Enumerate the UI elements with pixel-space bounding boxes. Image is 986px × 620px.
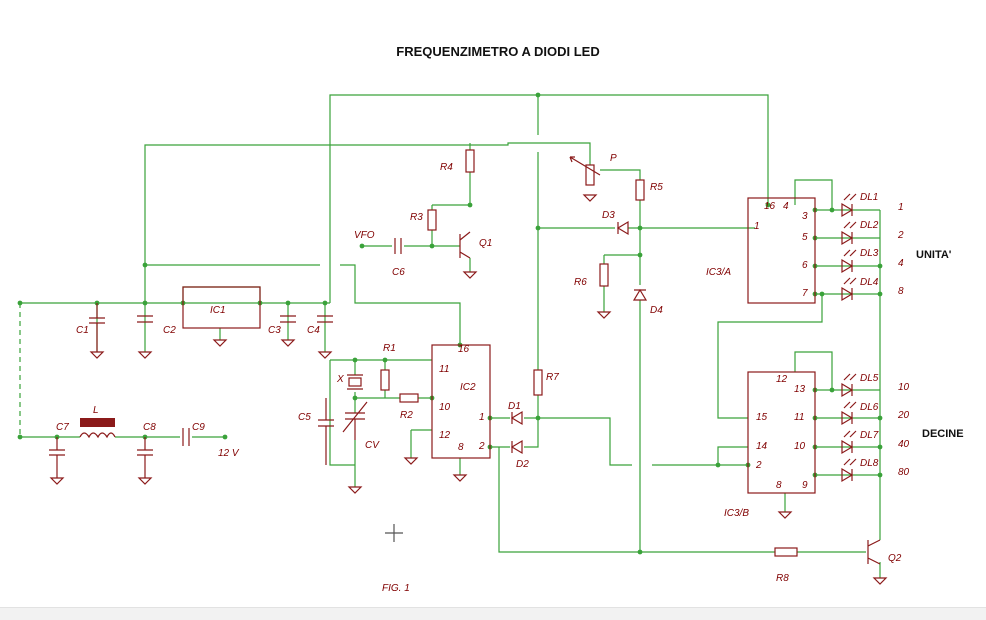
ic3b-pin: 12 — [776, 374, 788, 385]
label-c7: C7 — [56, 422, 69, 433]
window-bottom-strip — [0, 607, 986, 620]
label-c8: C8 — [143, 422, 156, 433]
ic3a-box — [747, 197, 816, 304]
ic2-pin: 1 — [479, 412, 485, 423]
label-r1: R1 — [383, 343, 396, 354]
label-ic3b: IC3/B — [724, 508, 749, 519]
label-dl7: DL7 — [860, 430, 879, 441]
value-dl3: 4 — [898, 258, 904, 269]
label-r7: R7 — [546, 372, 559, 383]
ic3a-pin: 6 — [802, 260, 808, 271]
label-dl2: DL2 — [860, 220, 879, 231]
ic2-pin: 10 — [439, 402, 451, 413]
ic3a-pin: 7 — [802, 288, 808, 299]
units-group-label: UNITA' — [916, 249, 952, 261]
ic3b-pin: 15 — [756, 412, 768, 423]
label-r5: R5 — [650, 182, 663, 193]
label-c4: C4 — [307, 325, 320, 336]
value-dl8: 80 — [898, 467, 910, 478]
ic3b-pin: 8 — [776, 480, 782, 491]
value-dl2: 2 — [897, 230, 904, 241]
label-dl4: DL4 — [860, 277, 879, 288]
ic3a-pin: 16 — [764, 201, 776, 212]
label-r3: R3 — [410, 212, 423, 223]
label-ic2: IC2 — [460, 382, 476, 393]
label-dl3: DL3 — [860, 248, 879, 259]
label-x: X — [336, 374, 344, 385]
ic2-pin: 8 — [458, 442, 464, 453]
label-dl5: DL5 — [860, 373, 879, 384]
components — [49, 149, 888, 585]
label-dl6: DL6 — [860, 402, 879, 413]
ic3b-pin: 14 — [756, 441, 768, 452]
label-ic3a: IC3/A — [706, 267, 731, 278]
led-array — [841, 193, 857, 483]
label-d4: D4 — [650, 305, 663, 316]
label-r4: R4 — [440, 162, 453, 173]
value-dl1: 1 — [898, 202, 904, 213]
ic2-pin: 12 — [439, 430, 451, 441]
value-dl6: 20 — [897, 410, 910, 421]
value-dl4: 8 — [898, 286, 904, 297]
supply-voltage-label: 12 V — [218, 448, 240, 459]
ic3a-pin: 3 — [802, 211, 808, 222]
ic2-pin: 2 — [478, 441, 485, 452]
ic2-pin: 16 — [458, 344, 470, 355]
ic3b-box — [747, 371, 816, 494]
ic3b-pin: 10 — [794, 441, 806, 452]
ic3a-pin: 5 — [802, 232, 808, 243]
label-ic1: IC1 — [210, 305, 226, 316]
circuit-schematic: FREQUENZIMETRO A DIODI LED UNITA' DECINE… — [17, 44, 964, 594]
label-c2: C2 — [163, 325, 176, 336]
label-q1: Q1 — [479, 238, 492, 249]
value-dl5: 10 — [898, 382, 910, 393]
pin-numbers: 16 11 10 12 8 1 2 16 4 3 5 6 7 1 12 13 1… — [439, 201, 808, 491]
label-cv: CV — [365, 440, 380, 451]
tens-group-label: DECINE — [922, 428, 964, 440]
value-dl7: 40 — [898, 439, 910, 450]
label-vfo: VFO — [354, 230, 375, 241]
ic3b-pin: 13 — [794, 384, 806, 395]
figure-caption: FIG. 1 — [382, 583, 410, 594]
ic2-pin: 11 — [439, 364, 449, 375]
label-q2: Q2 — [888, 553, 902, 564]
ic2-box — [431, 344, 491, 459]
label-l: L — [93, 405, 99, 416]
label-r6: R6 — [574, 277, 587, 288]
ic3a-pin: 1 — [754, 221, 760, 232]
ic3b-pin: 2 — [755, 460, 762, 471]
label-c3: C3 — [268, 325, 281, 336]
label-c5: C5 — [298, 412, 311, 423]
schematic-title: FREQUENZIMETRO A DIODI LED — [396, 44, 599, 59]
label-c1: C1 — [76, 325, 89, 336]
component-labels: C1 C2 C3 C4 C5 C6 C7 C8 C9 IC1 IC2 IC3/A… — [56, 153, 910, 584]
label-c6: C6 — [392, 267, 405, 278]
label-d3: D3 — [602, 210, 615, 221]
label-r2: R2 — [400, 410, 413, 421]
ic3b-pin: 9 — [802, 480, 808, 491]
label-dl8: DL8 — [860, 458, 879, 469]
label-r8: R8 — [776, 573, 789, 584]
label-d1: D1 — [508, 401, 521, 412]
ic3b-pin: 11 — [794, 412, 804, 423]
label-p: P — [610, 153, 617, 164]
ic1-box — [182, 286, 261, 329]
label-dl1: DL1 — [860, 192, 878, 203]
label-c9: C9 — [192, 422, 205, 433]
ic3a-pin: 4 — [783, 201, 789, 212]
label-d2: D2 — [516, 459, 529, 470]
